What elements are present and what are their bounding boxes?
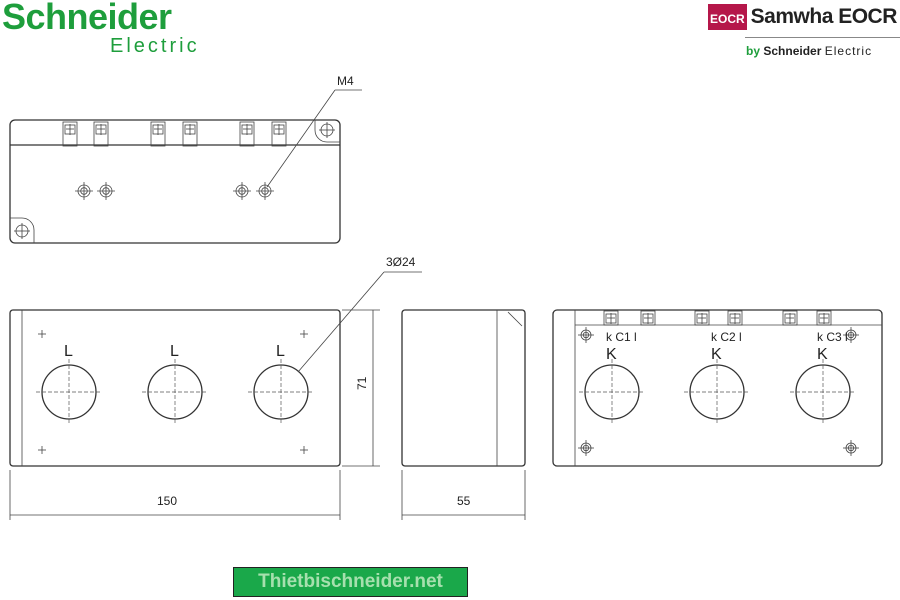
depth-dim-label: 55 (457, 494, 471, 508)
eocr-badge: EOCR (708, 4, 747, 30)
hole-letter-label: L (170, 343, 179, 360)
terminal-label: k C2 l (711, 330, 742, 344)
terminal-body (816, 310, 832, 326)
terminal (816, 310, 832, 326)
top-view: M4 (9, 74, 362, 244)
screw-icon (578, 440, 594, 456)
terminal (640, 310, 656, 326)
screw-icon (843, 327, 859, 343)
terminal-body (603, 310, 619, 326)
k-label: K (817, 346, 828, 363)
terminal-body (62, 121, 78, 147)
terminal-label: k C3 l (817, 330, 848, 344)
logo-wordmark: Schneider (2, 0, 172, 37)
screw-icon (256, 182, 274, 200)
side-view: 55 (401, 309, 526, 520)
height-dim-label: 71 (355, 376, 369, 390)
k-label: K (711, 346, 722, 363)
by-sub: Electric (824, 44, 873, 58)
rear-view: k C1 l Kk C2 l Kk C3 l K (552, 309, 883, 467)
terminal-body (727, 310, 743, 326)
terminal (239, 121, 255, 147)
terminal-label: k C1 l (606, 330, 637, 344)
width-dim-label: 150 (157, 494, 177, 508)
terminal-body (640, 310, 656, 326)
logo-subtitle: Electric (110, 35, 200, 57)
m4-label: M4 (337, 74, 354, 88)
screw-icon (233, 182, 251, 200)
terminal-body (93, 121, 109, 147)
terminal (782, 310, 798, 326)
terminal-body (694, 310, 710, 326)
logo-divider (745, 37, 900, 38)
screw-icon (578, 327, 594, 343)
hole-letter-label: L (64, 343, 73, 360)
terminal (150, 121, 166, 147)
by-brand: Schneider (763, 44, 822, 58)
terminal (271, 121, 287, 147)
watermark-badge: Thietbischneider.net (233, 567, 468, 597)
hole-letter-label: L (276, 343, 285, 360)
by-text: by (746, 44, 761, 58)
k-label: K (606, 346, 617, 363)
screw-icon (75, 182, 93, 200)
terminal-body (239, 121, 255, 147)
by-schneider-line: by Schneider Electric (746, 44, 872, 58)
hole-size-label: 3Ø24 (386, 255, 416, 269)
front-view: L L L 3Ø24 71 150 (9, 255, 422, 520)
screw-icon (97, 182, 115, 200)
terminal (93, 121, 109, 147)
terminal (603, 310, 619, 326)
terminal-body (182, 121, 198, 147)
terminal (182, 121, 198, 147)
terminal-body (782, 310, 798, 326)
terminal (62, 121, 78, 147)
terminal (727, 310, 743, 326)
samwha-wordmark: Samwha EOCR (750, 5, 898, 28)
terminal-body (271, 121, 287, 147)
terminal-body (150, 121, 166, 147)
screw-icon (843, 440, 859, 456)
schneider-electric-logo: Schneider Electric (2, 0, 200, 56)
terminal (694, 310, 710, 326)
